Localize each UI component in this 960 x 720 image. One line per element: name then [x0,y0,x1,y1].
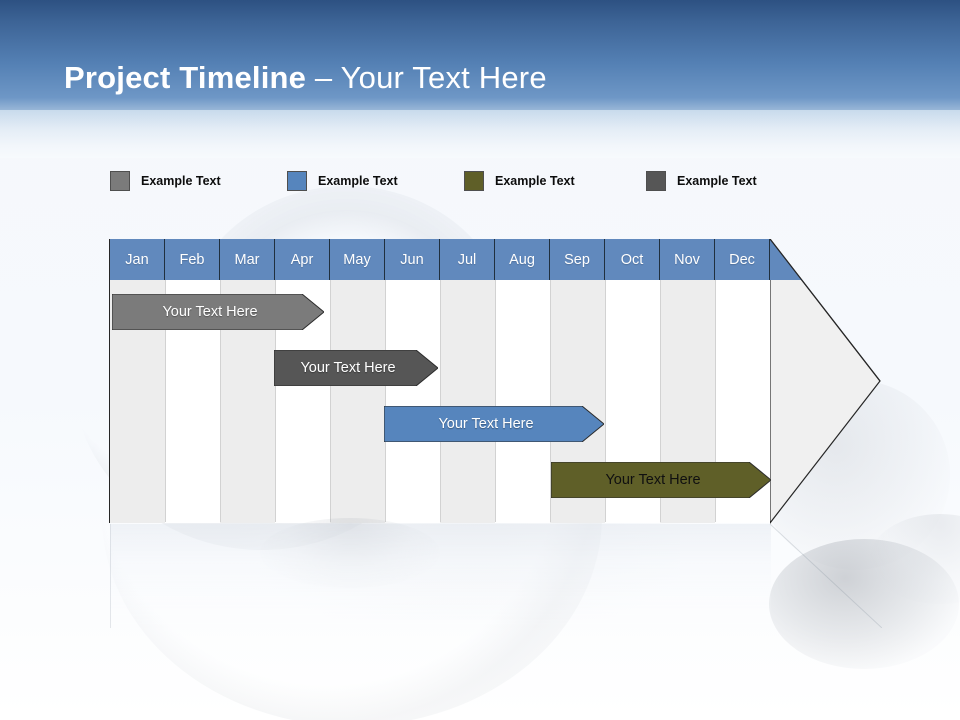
month-header-dec[interactable]: Dec [715,239,770,280]
task-bar-shape-2 [274,350,438,386]
month-header-sep[interactable]: Sep [550,239,605,280]
legend-label-2: Example Text [318,174,398,188]
timeline-arrow-head [770,239,882,524]
legend-item-3: Example Text [464,171,575,191]
month-column-feb [165,239,220,523]
column-separator-7 [495,280,496,522]
month-column-aug [495,239,550,523]
legend-item-2: Example Text [287,171,398,191]
column-separator-11 [715,280,716,522]
page-title-strong: Project Timeline [64,60,307,95]
legend-label-4: Example Text [677,174,757,188]
legend-swatch-icon-3 [464,171,484,191]
legend-label-1: Example Text [141,174,221,188]
month-header-oct[interactable]: Oct [605,239,660,280]
legend-swatch-icon-2 [287,171,307,191]
legend-swatch-icon-1 [110,171,130,191]
task-bar-label-4: Your Text Here [605,472,701,488]
task-bar-shape-3 [384,406,604,442]
month-column-mar [220,239,275,523]
month-header-mar[interactable]: Mar [220,239,275,280]
legend-item-4: Example Text [646,171,757,191]
task-bar-shape-1 [112,294,324,330]
task-bar-3[interactable]: Your Text Here [384,406,604,442]
month-header-feb[interactable]: Feb [165,239,220,280]
month-header-jan[interactable]: Jan [110,239,165,280]
column-separator-2 [220,280,221,522]
month-header-jun[interactable]: Jun [385,239,440,280]
column-separator-1 [165,280,166,522]
month-column-jul [440,239,495,523]
column-separator-9 [605,280,606,522]
page-title: Project Timeline – Your Text Here [64,60,547,96]
legend-swatch-icon-4 [646,171,666,191]
task-bar-label-3: Your Text Here [438,416,534,432]
column-separator-4 [330,280,331,522]
month-header-jul[interactable]: Jul [440,239,495,280]
header-gradient-band [0,0,960,122]
header-fade [0,110,960,158]
month-header-apr[interactable]: Apr [275,239,330,280]
task-bar-label-1: Your Text Here [162,304,258,320]
legend-label-3: Example Text [495,174,575,188]
legend-item-1: Example Text [110,171,221,191]
month-header-aug[interactable]: Aug [495,239,550,280]
task-bar-2[interactable]: Your Text Here [274,350,438,386]
month-column-jan [110,239,165,523]
column-separator-3 [275,280,276,522]
page-title-light: – Your Text Here [306,60,547,95]
column-separator-10 [660,280,661,522]
column-separator-5 [385,280,386,522]
column-separator-8 [550,280,551,522]
month-header-may[interactable]: May [330,239,385,280]
month-header-nov[interactable]: Nov [660,239,715,280]
task-bar-shape-4 [551,462,771,498]
task-bar-4[interactable]: Your Text Here [551,462,771,498]
column-separator-6 [440,280,441,522]
task-bar-label-2: Your Text Here [300,360,396,376]
task-bar-1[interactable]: Your Text Here [112,294,324,330]
